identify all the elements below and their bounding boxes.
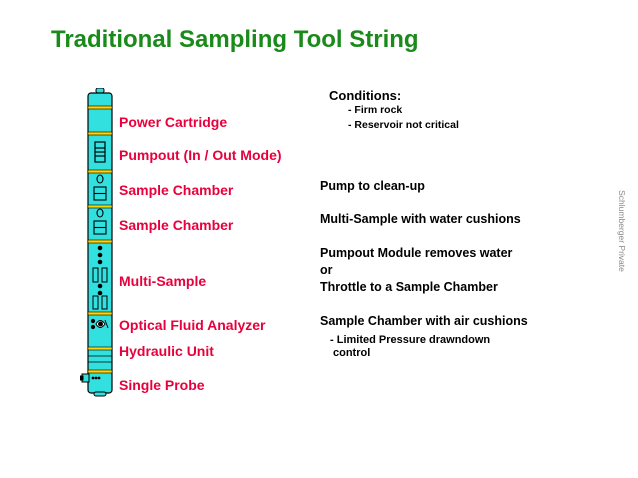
- pumpout-symbol: [94, 141, 106, 163]
- note-air-cushions: Sample Chamber with air cushions: [320, 314, 528, 328]
- conditions-title: Conditions:: [329, 88, 402, 103]
- single-probe-symbol: [80, 373, 101, 383]
- condition-item: - Reservoir not critical: [348, 119, 459, 131]
- label-sample-chamber-1: Sample Chamber: [119, 182, 234, 198]
- watermark-text: Schlumberger Private: [617, 190, 627, 272]
- note-or: or: [320, 263, 333, 277]
- note-pump-cleanup: Pump to clean-up: [320, 179, 425, 193]
- label-hydraulic-unit: Hydraulic Unit: [119, 343, 214, 359]
- watermark: Schlumberger Private: [612, 178, 627, 288]
- label-multi-sample: Multi-Sample: [119, 273, 207, 289]
- note-throttle: Throttle to a Sample Chamber: [320, 280, 498, 294]
- label-single-probe: Single Probe: [119, 377, 205, 393]
- label-optical-fluid-analyzer: Optical Fluid Analyzer: [119, 317, 266, 333]
- label-pumpout: Pumpout (In / Out Mode): [119, 147, 282, 163]
- multi-sample-symbol: [92, 245, 108, 310]
- condition-item: - Firm rock: [348, 104, 403, 116]
- sample-chamber-1-symbol: [93, 174, 107, 201]
- page-title: Traditional Sampling Tool String: [51, 26, 419, 53]
- optical-fluid-analyzer-symbol: [90, 318, 109, 330]
- note-limited-pressure: - Limited Pressure drawndown: [330, 334, 491, 346]
- sample-chamber-2-symbol: [93, 208, 107, 235]
- label-power-cartridge: Power Cartridge: [119, 114, 228, 130]
- label-sample-chamber-2: Sample Chamber: [119, 217, 234, 233]
- note-multi-sample-water: Multi-Sample with water cushions: [320, 212, 521, 226]
- note-limited-control: control: [333, 347, 371, 359]
- note-pumpout-removes: Pumpout Module removes water: [320, 246, 513, 260]
- tool-string-diagram: [80, 88, 113, 397]
